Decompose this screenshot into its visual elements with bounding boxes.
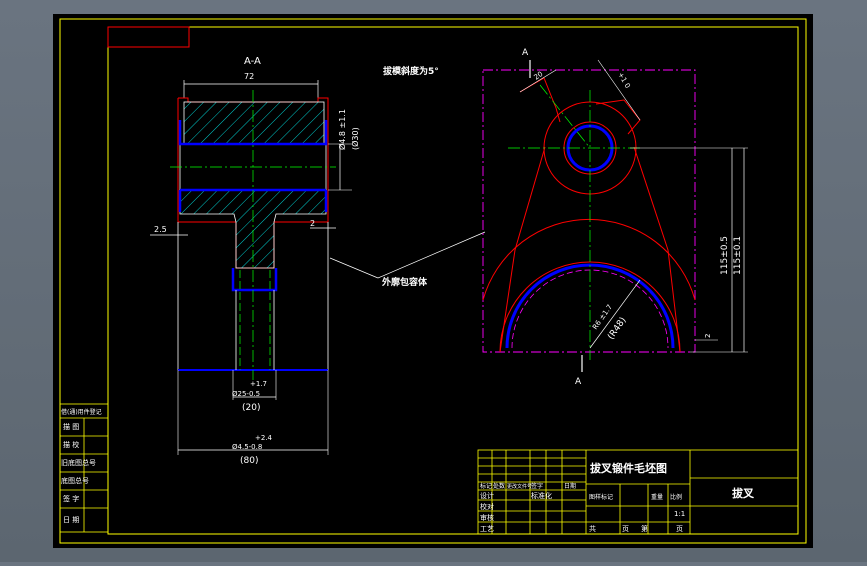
envelope-rect	[482, 69, 696, 353]
sheet-background	[53, 14, 813, 548]
dim-base-tol: +2.4	[255, 434, 273, 442]
dim-arm-width: 20	[533, 70, 545, 82]
svg-text:日 期: 日 期	[63, 516, 79, 524]
svg-text:描 校: 描 校	[63, 440, 79, 449]
side-table-labels: 借(通)用件登记 描 图 描 校 旧底图总号 底图总号 签 字 日 期	[61, 408, 102, 524]
section-mark-top: A	[522, 48, 529, 58]
draft-angle-note: 拔模斜度为5°	[383, 65, 439, 77]
svg-text:1:1: 1:1	[674, 510, 685, 518]
dim-stem-tol: +1.7	[250, 380, 267, 388]
svg-text:签字: 签字	[531, 482, 543, 490]
dim-height-2: 115±0.1	[733, 236, 743, 275]
svg-text:第: 第	[641, 524, 648, 533]
dim-right-step: 2	[310, 219, 315, 228]
dim-bore-ref: (Ø30)	[350, 127, 360, 150]
svg-text:处数: 处数	[493, 482, 505, 490]
dim-bore: Ø4.8 ±1.1	[337, 109, 347, 150]
svg-text:更改文件号: 更改文件号	[507, 483, 532, 490]
corner-code-box	[107, 26, 190, 48]
dim-stem-ref: (20)	[242, 403, 260, 413]
svg-text:校对: 校对	[480, 502, 494, 511]
svg-text:标准化: 标准化	[531, 491, 552, 500]
svg-text:共: 共	[589, 524, 596, 533]
machined-stem	[231, 268, 278, 292]
outline-label: 外廓包容体	[381, 276, 428, 288]
title-block	[477, 449, 799, 535]
section-mark-bottom: A	[575, 377, 582, 387]
title-block-text: 拔叉锻件毛坯图 拔叉 图样标记 重量 比例 1:1 共 页 第 页 标记 处数 …	[480, 461, 755, 533]
side-table	[59, 403, 109, 533]
machined-top	[178, 120, 328, 146]
svg-text:页: 页	[622, 525, 629, 533]
svg-text:底图总号: 底图总号	[61, 476, 89, 485]
svg-text:描 图: 描 图	[63, 422, 79, 431]
outer-frame	[59, 18, 807, 544]
dim-width: 72	[244, 72, 254, 81]
svg-text:比例: 比例	[670, 493, 682, 501]
top-flange-hatch	[183, 101, 325, 145]
dim-height-1: 115±0.5	[720, 236, 730, 275]
section-view: A-A 72 Ø4.8 ±1.1	[150, 56, 360, 466]
part-name: 拔叉	[732, 486, 755, 500]
svg-text:图样标记: 图样标记	[589, 493, 613, 501]
drawing-title: 拔叉锻件毛坯图	[590, 461, 667, 475]
svg-text:重量: 重量	[651, 493, 663, 501]
dim-base-ref: (80)	[240, 456, 258, 466]
dim-left-step: 2.5	[154, 225, 167, 234]
dim-offset: 2	[704, 334, 712, 338]
dim-stem: Ø25-0.5	[232, 390, 260, 398]
dim-base: Ø4.5-0.8	[232, 443, 262, 451]
section-label: A-A	[244, 56, 261, 67]
svg-text:页: 页	[676, 525, 683, 533]
outer-arc	[482, 218, 696, 301]
svg-text:审核: 审核	[480, 513, 494, 522]
svg-text:工艺: 工艺	[480, 525, 494, 533]
svg-text:标记: 标记	[480, 482, 492, 490]
svg-text:日期: 日期	[564, 482, 576, 490]
svg-text:旧底图总号: 旧底图总号	[61, 458, 96, 467]
svg-text:借(通)用件登记: 借(通)用件登记	[61, 408, 102, 416]
svg-text:签 字: 签 字	[63, 494, 79, 503]
inner-frame	[107, 26, 799, 535]
svg-text:设计: 设计	[480, 491, 494, 500]
